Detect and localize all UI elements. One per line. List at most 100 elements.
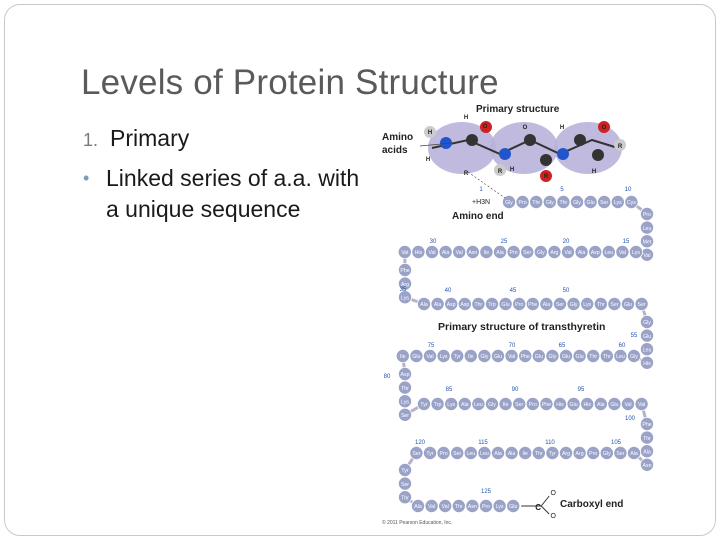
residue-label: Phe xyxy=(642,422,651,428)
residue-bead xyxy=(599,348,614,363)
residue-number: 35 xyxy=(400,287,407,293)
atom-label: R xyxy=(544,174,549,180)
residue-label: Ser xyxy=(616,451,624,457)
residue-label: Val xyxy=(508,354,515,360)
residue-bead xyxy=(640,206,655,221)
residue-bead xyxy=(397,366,412,381)
residue-label: Val xyxy=(428,250,435,256)
residue-bead xyxy=(518,445,533,460)
residue-label: Gly xyxy=(505,200,513,206)
atom-label: H xyxy=(510,167,514,173)
residue-label: Gly xyxy=(573,200,581,206)
atom-label: R xyxy=(498,169,503,175)
residue-label: Ala xyxy=(543,302,551,308)
residue-bead xyxy=(640,314,655,329)
atom-ball xyxy=(424,126,436,138)
residue-label: Val xyxy=(643,253,650,259)
residue-label: Ala xyxy=(494,451,502,457)
atom-label: H xyxy=(464,115,468,121)
atom-ball xyxy=(540,170,552,182)
residue-label: Ala xyxy=(434,302,442,308)
residue-bead xyxy=(599,445,614,460)
residue-label: Asp xyxy=(591,250,600,256)
residue-label: Thr xyxy=(455,504,463,510)
residue-bead xyxy=(477,445,492,460)
residue-bead xyxy=(583,194,598,209)
residue-bead xyxy=(640,355,655,370)
slide-title: Levels of Protein Structure xyxy=(81,63,499,102)
residue-bead xyxy=(525,296,540,311)
residue-bead xyxy=(424,498,439,513)
atom-ball xyxy=(598,121,610,133)
residue-label: Thr xyxy=(643,436,651,442)
residue-label: Ser xyxy=(401,482,409,488)
residue-number: 100 xyxy=(625,416,636,422)
residue-label: Ser xyxy=(515,402,523,408)
residue-label: Leu xyxy=(616,354,625,360)
residue-bead xyxy=(492,498,507,513)
residue-bead xyxy=(397,276,412,291)
residue-bead xyxy=(572,445,587,460)
residue-number: 120 xyxy=(415,440,426,446)
residue-label: Asn xyxy=(468,250,477,256)
residue-label: Thr xyxy=(597,302,605,308)
residue-label: Ser xyxy=(556,302,564,308)
atom-ball xyxy=(524,134,536,146)
residue-label: Ala xyxy=(578,250,586,256)
bullet-description-text: Linked series of a.a. with a unique sequ… xyxy=(106,165,360,222)
residue-label: Thr xyxy=(603,354,611,360)
residue-bead xyxy=(416,296,431,311)
residue-label: Val xyxy=(401,250,408,256)
residue-label: Leu xyxy=(643,226,652,232)
residue-bead xyxy=(640,220,655,235)
residue-label: Ser xyxy=(412,451,420,457)
residue-number: 10 xyxy=(625,187,632,193)
residue-label: Glu xyxy=(535,354,543,360)
residue-bead xyxy=(397,262,412,277)
residue-bead xyxy=(397,462,412,477)
residue-number: 125 xyxy=(481,489,492,495)
residue-label: Ala xyxy=(442,250,450,256)
residue-bead xyxy=(613,445,628,460)
residue-bead xyxy=(627,445,642,460)
residue-label: Pro xyxy=(515,302,523,308)
residue-number: 110 xyxy=(545,440,555,446)
bullet-primary: 1.Primary xyxy=(83,125,189,152)
residue-label: Asn xyxy=(643,463,652,469)
dashed-pointer xyxy=(467,171,506,199)
atom-label: H xyxy=(426,157,430,163)
residue-bead xyxy=(559,348,574,363)
residue-label: Arg xyxy=(401,282,409,288)
residue-label: Pro xyxy=(519,200,527,206)
residue-label: Gly xyxy=(488,402,496,408)
residue-label: Ile xyxy=(400,354,406,360)
residue-label: Asp xyxy=(447,302,456,308)
residue-bead xyxy=(424,244,439,259)
residue-bead xyxy=(634,396,649,411)
residue-label: Thr xyxy=(532,200,540,206)
residue-bead xyxy=(409,348,424,363)
residue-bead xyxy=(566,296,581,311)
oxygen-atom-label: O xyxy=(550,513,556,520)
residue-bead xyxy=(531,445,546,460)
residue-bead xyxy=(452,244,467,259)
residue-label: Pro xyxy=(440,451,448,457)
residue-label: Thr xyxy=(560,200,568,206)
residue-label: Lys xyxy=(496,504,504,510)
residue-bead xyxy=(422,348,437,363)
residue-number: 85 xyxy=(446,387,453,393)
residue-bead xyxy=(640,328,655,343)
residue-bead xyxy=(506,498,521,513)
amino-acid-lobe xyxy=(428,122,496,174)
residue-label: Ala xyxy=(420,302,428,308)
residue-label: Lys xyxy=(401,295,409,301)
residue-bead xyxy=(438,244,453,259)
residue-bead xyxy=(588,244,603,259)
residue-label: Ser xyxy=(600,200,608,206)
residue-label: Pro xyxy=(529,402,537,408)
residue-bead xyxy=(518,348,533,363)
residue-label: Leu xyxy=(466,451,475,457)
residue-label: Tyr xyxy=(426,451,433,457)
residue-bead xyxy=(397,407,412,422)
